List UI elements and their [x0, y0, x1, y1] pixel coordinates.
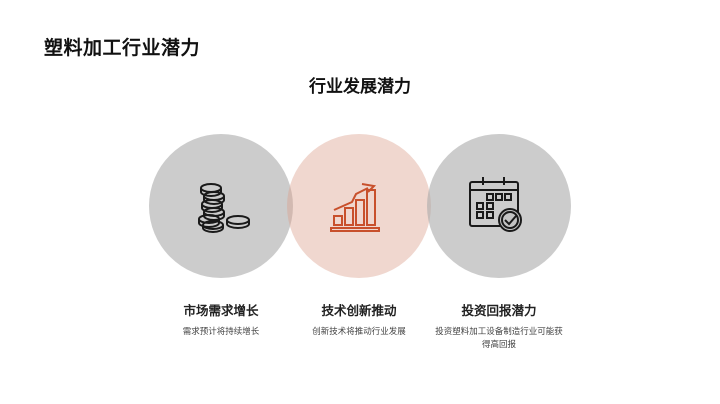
circle-tech-innovation [287, 134, 431, 278]
circle-investment-return [427, 134, 571, 278]
card-desc-market-demand: 需求预计将持续增长 [182, 327, 260, 337]
card-title-tech-innovation: 技术创新推动 [321, 303, 397, 318]
card-title-market-demand: 市场需求增长 [183, 303, 259, 318]
card-desc-investment-return: 投资塑料加工设备制造行业可能获得高回报 [435, 327, 563, 350]
calendar-check-icon [469, 177, 522, 232]
card-title-investment-return: 投资回报潜力 [461, 303, 537, 318]
growth-chart-icon [330, 183, 380, 232]
card-desc-tech-innovation: 创新技术将推动行业发展 [312, 327, 406, 337]
page-title: 塑料加工行业潜力 [44, 37, 201, 59]
section-title: 行业发展潜力 [309, 77, 411, 97]
coins-stack-icon [198, 183, 250, 234]
